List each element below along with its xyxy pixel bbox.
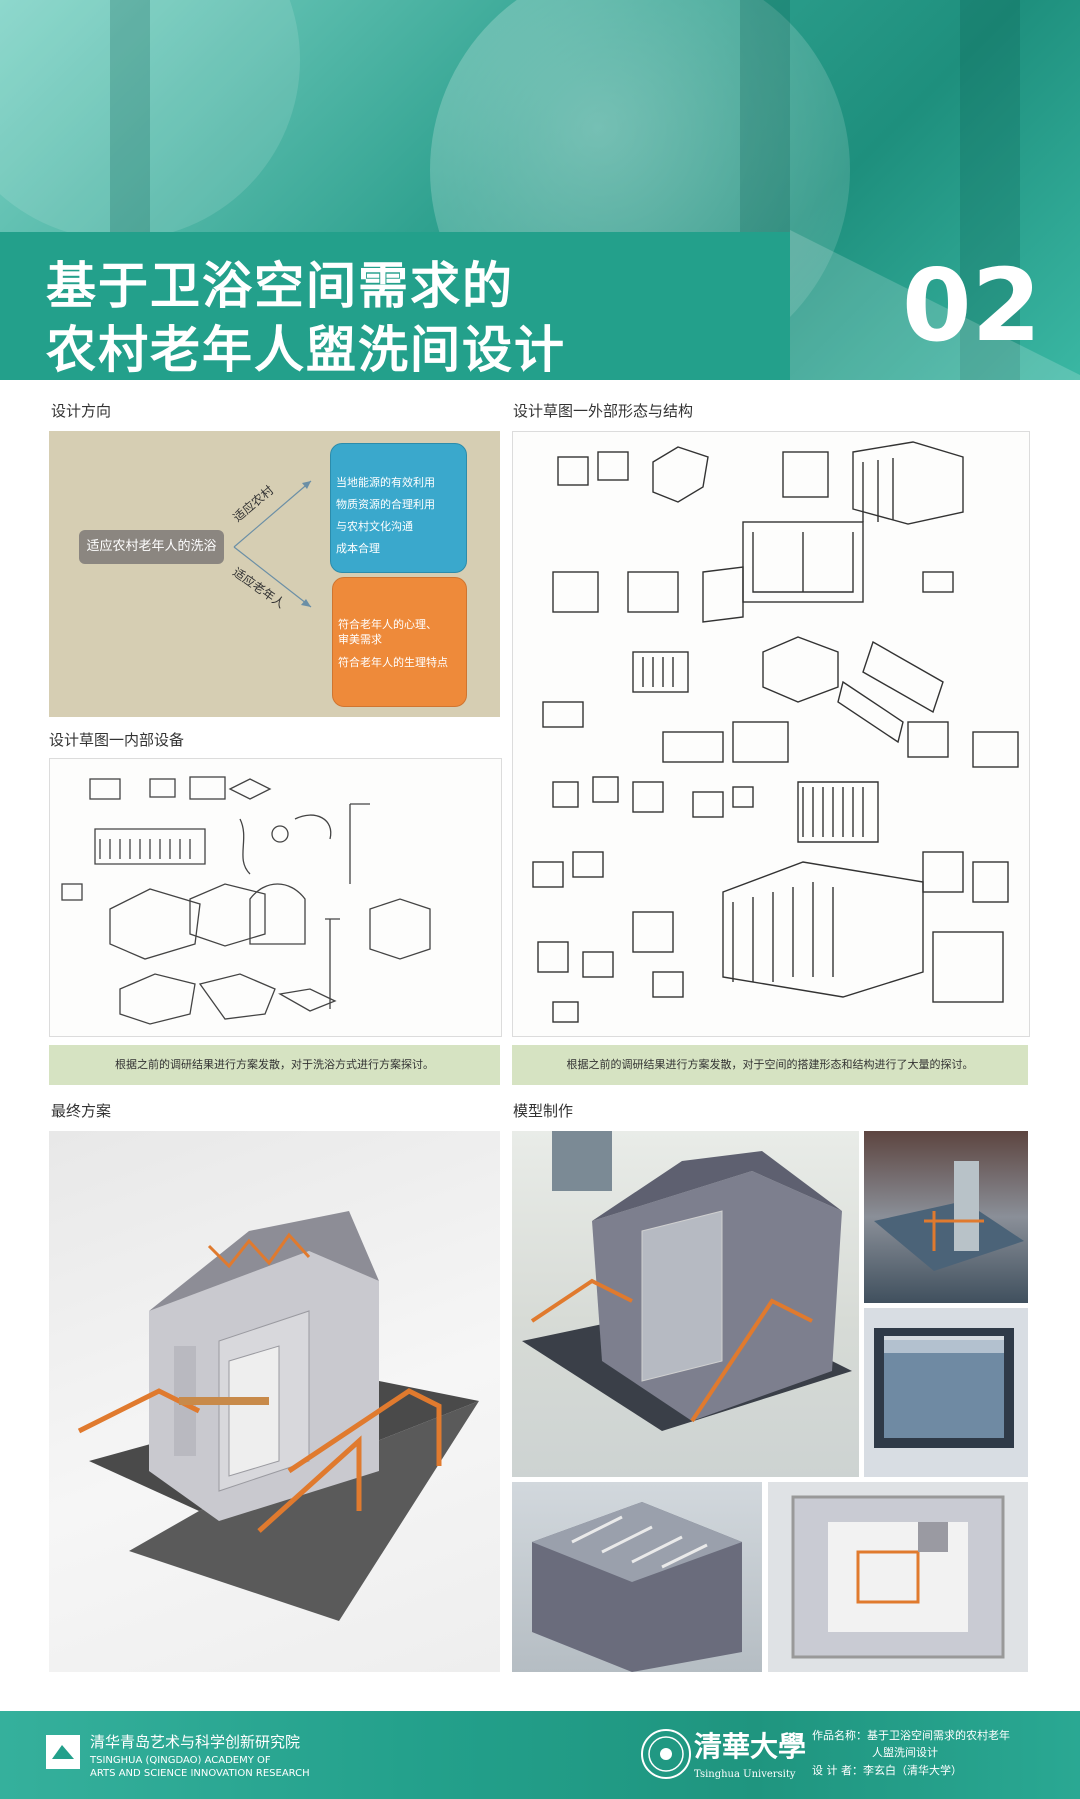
section-title-direction: 设计方向: [51, 402, 112, 420]
rural-point: 与农村文化沟通: [336, 520, 413, 533]
header-banner: 基于卫浴空间需求的 农村老年人盥洗间设计 02: [0, 0, 1080, 380]
interior-caption: 根据之前的调研结果进行方案发散，对于洗浴方式进行方案探讨。: [49, 1045, 500, 1085]
title-line-2: 农村老年人盥洗间设计: [46, 321, 566, 379]
institute-logo-icon: [46, 1735, 80, 1769]
section-title-exterior-sketch: 设计草图一外部形态与结构: [513, 402, 694, 420]
rural-adaptation-box: 当地能源的有效利用 物质资源的合理利用 与农村文化沟通 成本合理: [330, 443, 467, 573]
model-photo-box: [864, 1308, 1028, 1477]
elderly-adaptation-box: 符合老年人的心理、 审美需求 符合老年人的生理特点: [332, 577, 467, 707]
designer-line: 设 计 者：李玄白（清华大学）: [812, 1762, 962, 1778]
section-title-model: 模型制作: [513, 1102, 574, 1120]
exterior-sketch-image: [512, 431, 1030, 1037]
designer-name: 李玄白（清华大学）: [863, 1764, 962, 1777]
interior-sketch-image: [49, 758, 502, 1037]
design-direction-diagram: 适应农村老年人的洗浴 适应农村 适应老年人 当地能源的有效利用 物质资源的合理利…: [49, 431, 500, 717]
footer-bar: 清华青岛艺术与科学创新研究院 TSINGHUA (QINGDAO) ACADEM…: [0, 1711, 1080, 1799]
elderly-point: 审美需求: [338, 633, 382, 646]
work-label: 作品名称：: [812, 1729, 867, 1742]
header-decor-triangle: [790, 230, 1080, 380]
direction-arrows: [233, 480, 312, 608]
section-title-final: 最终方案: [51, 1102, 112, 1120]
work-name: 基于卫浴空间需求的农村老年: [867, 1729, 1010, 1742]
model-photo-roof: [512, 1482, 762, 1672]
work-name-line-1: 作品名称：基于卫浴空间需求的农村老年: [812, 1727, 1010, 1743]
rural-point: 成本合理: [336, 542, 380, 555]
elderly-point: 符合老年人的心理、: [338, 618, 437, 631]
header-decor-circle: [0, 0, 300, 240]
tsinghua-seal-icon: [641, 1729, 691, 1779]
institute-name-cn: 清华青岛艺术与科学创新研究院: [90, 1733, 301, 1751]
title-band: [0, 232, 790, 380]
designer-label: 设 计 者：: [812, 1764, 863, 1777]
rural-point: 物质资源的合理利用: [336, 498, 435, 511]
work-name-line-2: 人盥洗间设计: [872, 1746, 938, 1759]
direction-center-node: 适应农村老年人的洗浴: [79, 530, 224, 564]
rural-point: 当地能源的有效利用: [336, 476, 435, 489]
elderly-point: 符合老年人的生理特点: [338, 656, 448, 669]
institute-name-en-2: ARTS AND SCIENCE INNOVATION RESEARCH: [90, 1768, 310, 1779]
exterior-caption: 根据之前的调研结果进行方案发散，对于空间的搭建形态和结构进行了大量的探讨。: [512, 1045, 1028, 1085]
university-name-en: Tsinghua University: [694, 1769, 796, 1780]
final-render-image: [49, 1131, 500, 1672]
institute-name-en-1: TSINGHUA (QINGDAO) ACADEMY OF: [90, 1755, 271, 1766]
title-line-1: 基于卫浴空间需求的: [46, 257, 514, 315]
model-photo-interior: [768, 1482, 1028, 1672]
header-decor-stripe: [960, 0, 1020, 380]
poster-number: 02: [902, 247, 1042, 364]
model-photo-main: [512, 1131, 859, 1477]
university-name-cn: 清華大學: [694, 1730, 807, 1763]
model-photo-top: [864, 1131, 1028, 1303]
section-title-interior-sketch: 设计草图一内部设备: [49, 731, 185, 749]
